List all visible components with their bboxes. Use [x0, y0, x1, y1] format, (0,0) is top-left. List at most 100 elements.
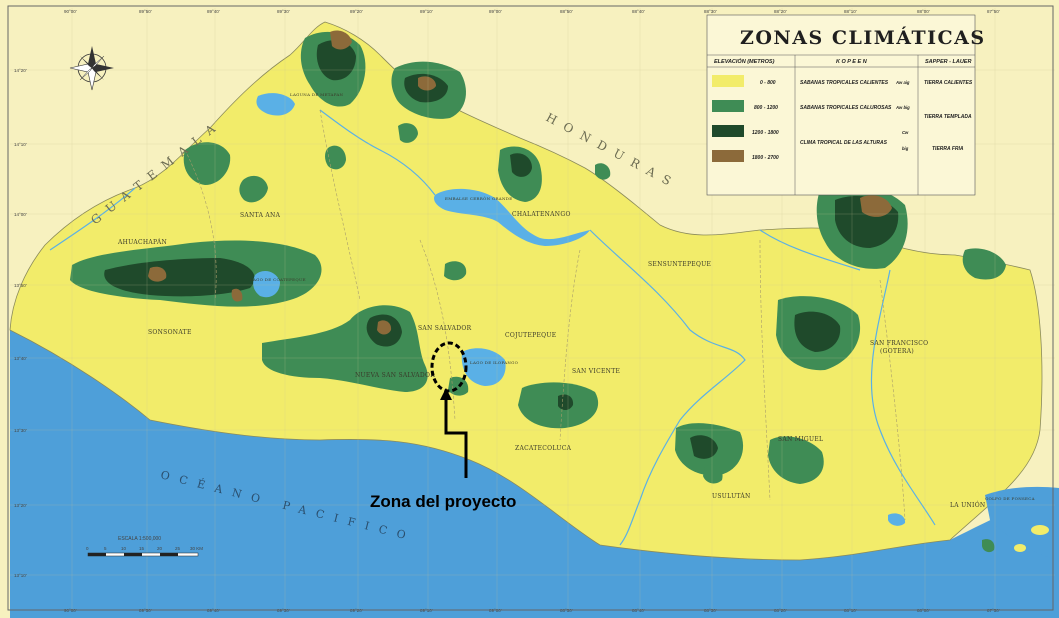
lakes	[253, 93, 906, 526]
scale-tick: 15	[139, 546, 145, 551]
place-label: LAGUNA DE METAPAN	[290, 92, 344, 97]
border	[319, 109, 361, 301]
legend-code: Aw big	[895, 105, 910, 110]
scale-label: ESCALA 1:500,000	[118, 536, 161, 542]
highland-small	[325, 145, 346, 170]
place-label: LAGO DE COATEPEQUE	[250, 277, 306, 282]
place-label: SONSONATE	[148, 329, 192, 336]
peak-metapan	[330, 30, 352, 50]
coord-label: 88°50'	[560, 9, 573, 14]
place-labels: AHUACHAPÁN SANTA ANA SONSONATE SAN SALVA…	[117, 92, 1035, 509]
legend-swatch	[712, 100, 744, 112]
scale-tick: 0	[86, 546, 89, 551]
department-borders	[184, 109, 906, 521]
coord-label: 89°40'	[207, 9, 220, 14]
place-label: SANTA ANA	[240, 212, 281, 219]
place-label: SAN VICENTE	[572, 368, 620, 375]
legend-code: Cw	[902, 130, 909, 135]
compass-rose-icon	[69, 46, 114, 91]
coord-label: 13°50'	[14, 283, 27, 288]
highland-small	[239, 175, 268, 203]
place-label: SENSUNTEPEQUE	[648, 261, 711, 268]
place-label: SAN SALVADOR	[418, 325, 472, 332]
legend-range: 1800 - 2700	[752, 155, 779, 161]
pacific-ocean	[10, 330, 1059, 618]
map-frame	[7, 5, 1054, 611]
legend-code: big	[902, 146, 909, 151]
legend-swatch	[712, 125, 744, 137]
coord-label: 89°10'	[420, 9, 433, 14]
place-label: LA UNIÓN	[950, 501, 985, 509]
highland-small	[703, 464, 723, 484]
legend-range: 0 - 800	[760, 80, 776, 86]
legend-range: 1200 - 1800	[752, 130, 779, 136]
legend-box	[706, 14, 976, 196]
coord-label: 87°50'	[987, 9, 1000, 14]
coord-label: 88°40'	[632, 9, 645, 14]
border	[879, 279, 906, 521]
coord-label: 89°20'	[350, 9, 363, 14]
coord-label: 13°30'	[14, 428, 27, 433]
coord-label: 88°10'	[844, 9, 857, 14]
peak-apaneca	[148, 266, 167, 282]
coord-label: 89°50'	[139, 9, 152, 14]
coord-label: 89°30'	[277, 9, 290, 14]
border	[184, 149, 217, 301]
coords-top: 90°00' 89°50' 89°40' 89°30' 89°20' 89°10…	[64, 9, 1000, 14]
coords-left: 14°20' 14°10' 14°00' 13°50' 13°40' 13°30…	[14, 68, 27, 578]
rio-torola	[759, 229, 861, 271]
island	[1014, 544, 1026, 552]
laguna-metapan-shape	[256, 93, 295, 116]
place-label: LAGO DE ILOPANGO	[470, 360, 519, 365]
coord-label: 88°20'	[774, 9, 787, 14]
legend-swatch	[712, 150, 744, 162]
embalse-shape	[434, 188, 590, 246]
cacahuatique-core	[794, 311, 841, 352]
place-label: COJUTEPEQUE	[505, 332, 556, 339]
place-label: EMBALSE CERRÓN GRANDE	[445, 196, 513, 201]
place-label: AHUACHAPÁN	[117, 239, 167, 246]
project-arrow-head	[440, 388, 452, 400]
place-label: USULUTÁN	[712, 493, 751, 500]
chalatenango-core	[510, 153, 532, 177]
scale-tick: 30 KM	[190, 546, 203, 551]
peak-apaneca-2	[231, 288, 243, 302]
scale-tick: 25	[175, 546, 181, 551]
legend-code: Aw aig	[895, 80, 910, 85]
coord-label: 14°00'	[14, 212, 27, 217]
legend-sapper: TIERRA TEMPLADA	[924, 114, 972, 120]
place-label: CHALATENANGO	[512, 211, 571, 218]
usulutan-core	[690, 435, 718, 459]
peak-north	[418, 76, 436, 91]
border	[419, 239, 456, 421]
coord-label: 14°20'	[14, 68, 27, 73]
metapan-core	[316, 40, 356, 81]
place-label: ZACATECOLUCA	[515, 445, 572, 452]
coord-label: 88°00'	[917, 9, 930, 14]
scale-bar: ESCALA 1:500,000 0 5 10 15 20 25 30 KM	[86, 536, 203, 557]
project-zone-label: Zona del proyecto	[370, 492, 516, 511]
peak-morazan	[860, 195, 892, 217]
legend-sapper: TIERRA FRIA	[932, 146, 964, 152]
highland-small	[444, 261, 467, 281]
place-label: SAN MIGUEL	[778, 436, 823, 443]
peak-san-salvador	[377, 320, 392, 335]
legend-header: ELEVACIÓN (METROS)	[714, 58, 775, 65]
legend: ZONAS CLIMÁTICAS ELEVACIÓN (METROS) K O …	[706, 14, 984, 196]
legend-koppen: SABANAS TROPICALES CALIENTES	[800, 80, 889, 86]
highland-small	[595, 163, 611, 180]
zone-1800-2700	[148, 30, 892, 335]
coord-label: 13°10'	[14, 573, 27, 578]
project-arrow-line	[444, 396, 468, 478]
lago-ilopango-shape	[461, 348, 506, 386]
coord-label: 89°00'	[489, 9, 502, 14]
lago-coatepeque-shape	[253, 270, 280, 298]
place-label: (GOTERA)	[880, 348, 914, 355]
legend-koppen: SABANAS TROPICALES CALUROSAS	[800, 105, 892, 111]
highland-west	[183, 142, 231, 185]
highland-small	[982, 539, 995, 553]
apaneca-core	[104, 258, 255, 297]
scale-tick: 20	[157, 546, 163, 551]
rio-lempa-upper	[319, 109, 436, 196]
